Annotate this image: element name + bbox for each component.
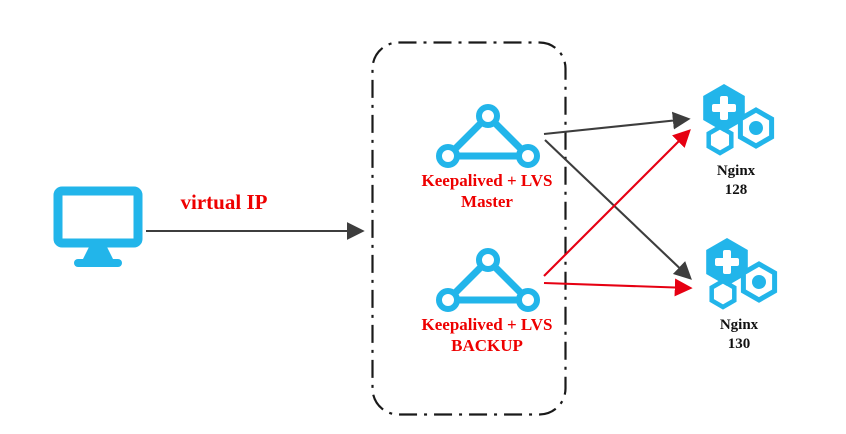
network-triangle-icon bbox=[436, 248, 540, 312]
node-dot bbox=[436, 288, 460, 312]
virtual-ip-label: virtual IP bbox=[180, 190, 268, 214]
lvs-backup-node bbox=[434, 248, 542, 314]
lvs-master-label-line2: Master bbox=[461, 192, 513, 211]
monitor-screen bbox=[53, 186, 143, 248]
nginx-130-label-line1: Nginx bbox=[719, 317, 759, 333]
node-dot bbox=[436, 144, 460, 168]
nginx-128-label-line2: 128 bbox=[724, 182, 748, 198]
nginx-130-label-line2: 130 bbox=[727, 336, 751, 352]
hexagon-cluster-icon bbox=[706, 238, 778, 310]
hexagon-outline bbox=[709, 278, 737, 310]
nginx-128-label: Nginx 128 bbox=[696, 162, 776, 200]
arrow-master-to-nginx128 bbox=[543, 111, 691, 136]
lvs-backup-label-line2: BACKUP bbox=[451, 336, 523, 355]
arrow-backup-to-nginx130 bbox=[543, 278, 693, 297]
lvs-group-dashed-box bbox=[371, 41, 567, 416]
hexagon-cluster-icon bbox=[703, 84, 775, 156]
monitor-base bbox=[74, 259, 122, 267]
lvs-master-label-line1: Keepalived + LVS bbox=[421, 171, 553, 190]
lvs-master-label: Keepalived + LVS Master bbox=[403, 170, 571, 212]
nginx-128-node bbox=[694, 82, 778, 160]
monitor-icon bbox=[53, 186, 143, 267]
node-dot bbox=[476, 248, 500, 272]
lvs-backup-label-line1: Keepalived + LVS bbox=[421, 315, 553, 334]
nginx-130-node bbox=[697, 236, 781, 314]
nginx-130-label: Nginx 130 bbox=[699, 316, 779, 354]
monitor-stand bbox=[83, 247, 113, 259]
node-dot bbox=[516, 144, 540, 168]
arrow-backup-to-nginx128 bbox=[543, 129, 691, 277]
lvs-backup-label: Keepalived + LVS BACKUP bbox=[403, 314, 571, 356]
node-dot bbox=[476, 104, 500, 128]
network-triangle-icon bbox=[436, 104, 540, 168]
client-node bbox=[52, 186, 144, 270]
nginx-128-label-line1: Nginx bbox=[716, 163, 756, 179]
node-dot bbox=[516, 288, 540, 312]
arrow-master-to-nginx130 bbox=[544, 139, 692, 280]
lvs-master-node bbox=[434, 104, 542, 170]
hexagon-outline bbox=[706, 124, 734, 156]
